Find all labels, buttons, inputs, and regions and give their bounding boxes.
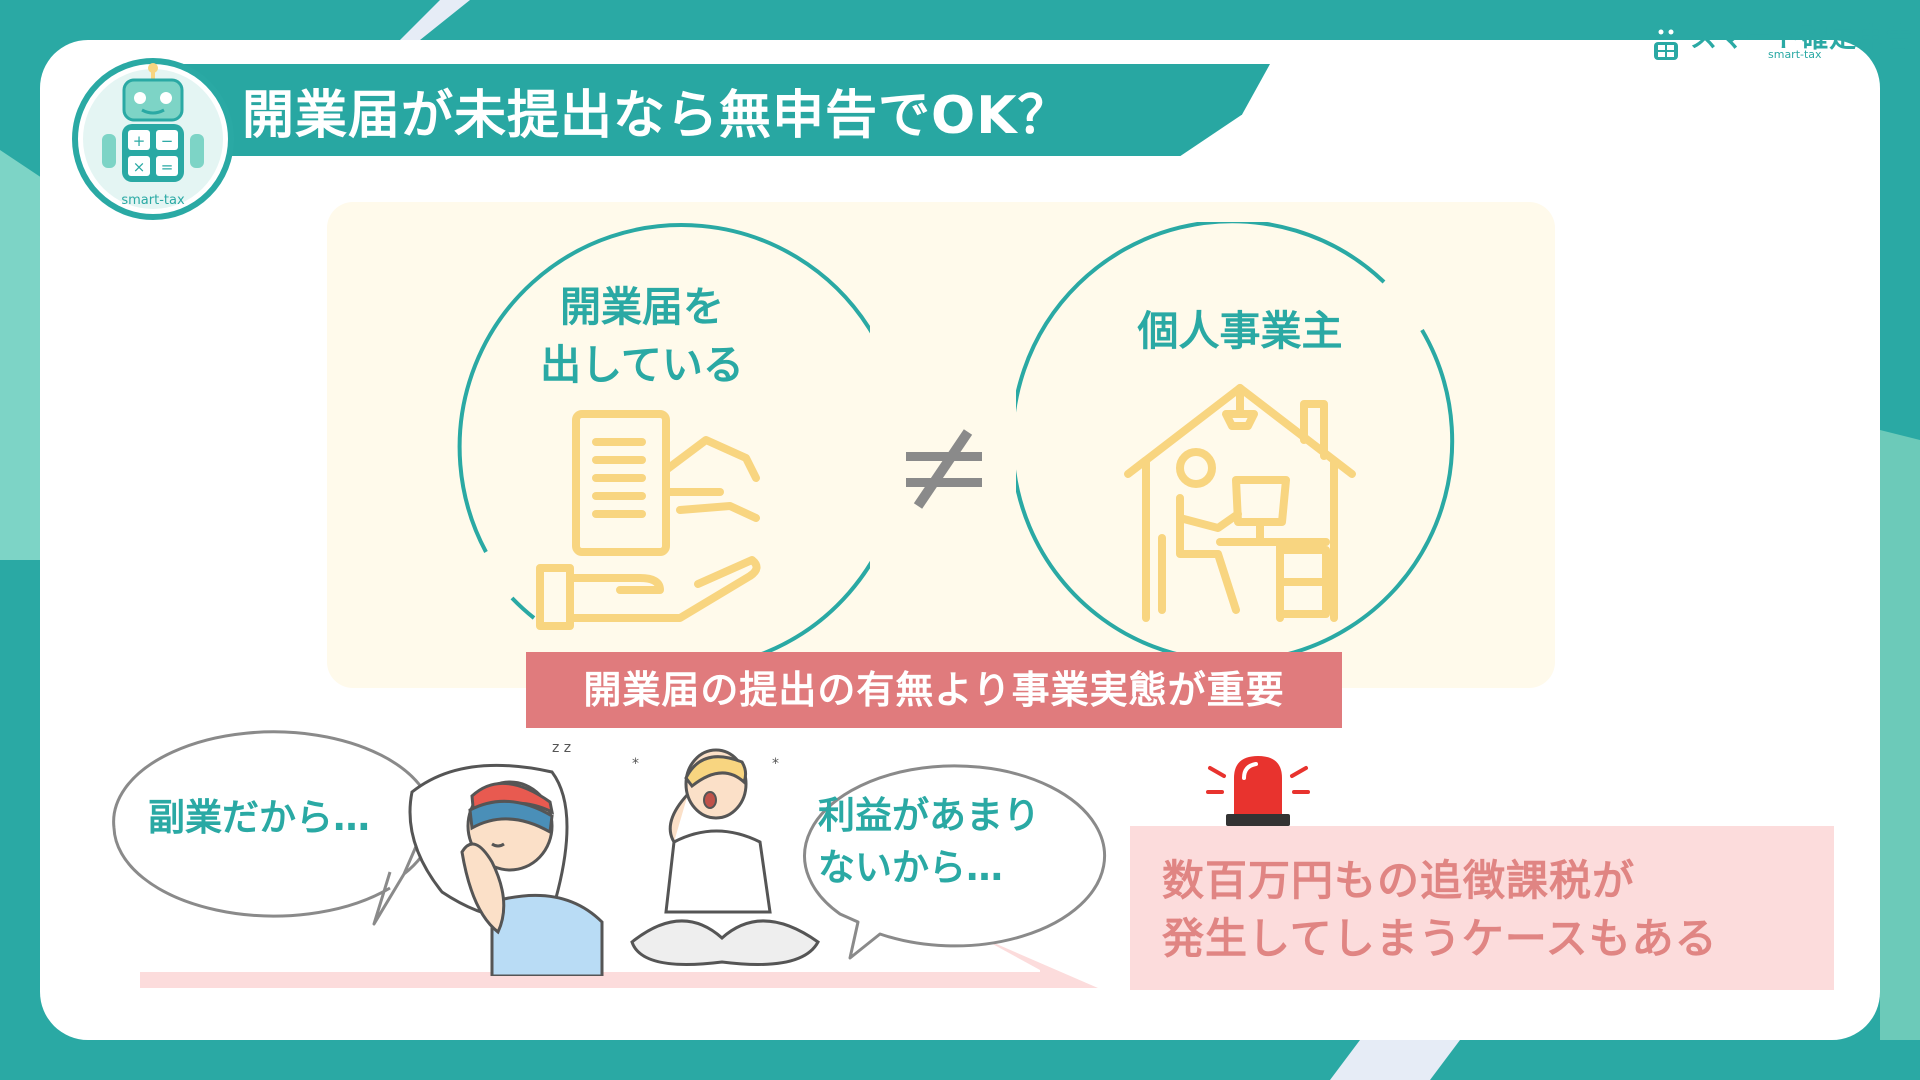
right-bubble-line-2: ないから… — [818, 846, 1003, 889]
page-title: 開業届が未提出なら無申告でOK？ — [242, 86, 1071, 146]
robot-calculator-icon: + − × = smart-tax — [72, 58, 234, 220]
key-point-band: 開業届の提出の有無より事業実態が重要 — [526, 652, 1342, 728]
left-circle-label: 開業届を 出している — [476, 278, 808, 394]
svg-text:*: * — [632, 756, 639, 772]
right-circle-label: 個人事業主 — [1137, 307, 1343, 355]
svg-text:×: × — [133, 158, 146, 176]
brand-subtitle: smart-tax — [1768, 48, 1822, 61]
svg-text:−: − — [161, 132, 174, 150]
mascot-label: smart-tax — [121, 193, 185, 208]
brand-logo: スマート確定申告 smart-tax — [1646, 14, 1912, 64]
right-bubble-line-1: 利益があまり — [818, 794, 1040, 837]
warning-text: 数百万円もの追徴課税が 発生してしまうケースもある — [1162, 852, 1718, 968]
warning-box — [1130, 826, 1834, 990]
svg-text:z z: z z — [552, 740, 571, 756]
sleeping-person-illustration: z z — [408, 740, 604, 976]
svg-text:=: = — [161, 158, 174, 176]
yawning-person-illustration: * * — [630, 748, 820, 966]
siren-icon — [1206, 756, 1310, 826]
right-circle — [1016, 222, 1455, 664]
left-circle — [457, 223, 870, 672]
warning-line-1: 数百万円もの追徴課税が — [1162, 856, 1636, 905]
right-bubble-text: 利益があまり ないから… — [818, 790, 1040, 894]
brand-name: スマート確定申告 — [1690, 23, 1914, 54]
svg-text:+: + — [133, 132, 146, 150]
warning-line-2: 発生してしまうケースもある — [1162, 914, 1718, 963]
left-bubble-text: 副業だから… — [148, 796, 370, 839]
right-speech-bubble — [803, 764, 1107, 960]
left-label-line-1: 開業届を — [560, 283, 724, 331]
arrow-decoration — [140, 936, 1098, 988]
left-label-line-2: 出している — [540, 341, 744, 389]
not-equal-icon — [906, 429, 982, 509]
home-office-icon — [1124, 384, 1356, 622]
title-banner — [150, 64, 1270, 156]
svg-text:*: * — [772, 756, 779, 772]
robot-icon — [1654, 15, 1678, 60]
document-handover-icon — [536, 410, 761, 630]
